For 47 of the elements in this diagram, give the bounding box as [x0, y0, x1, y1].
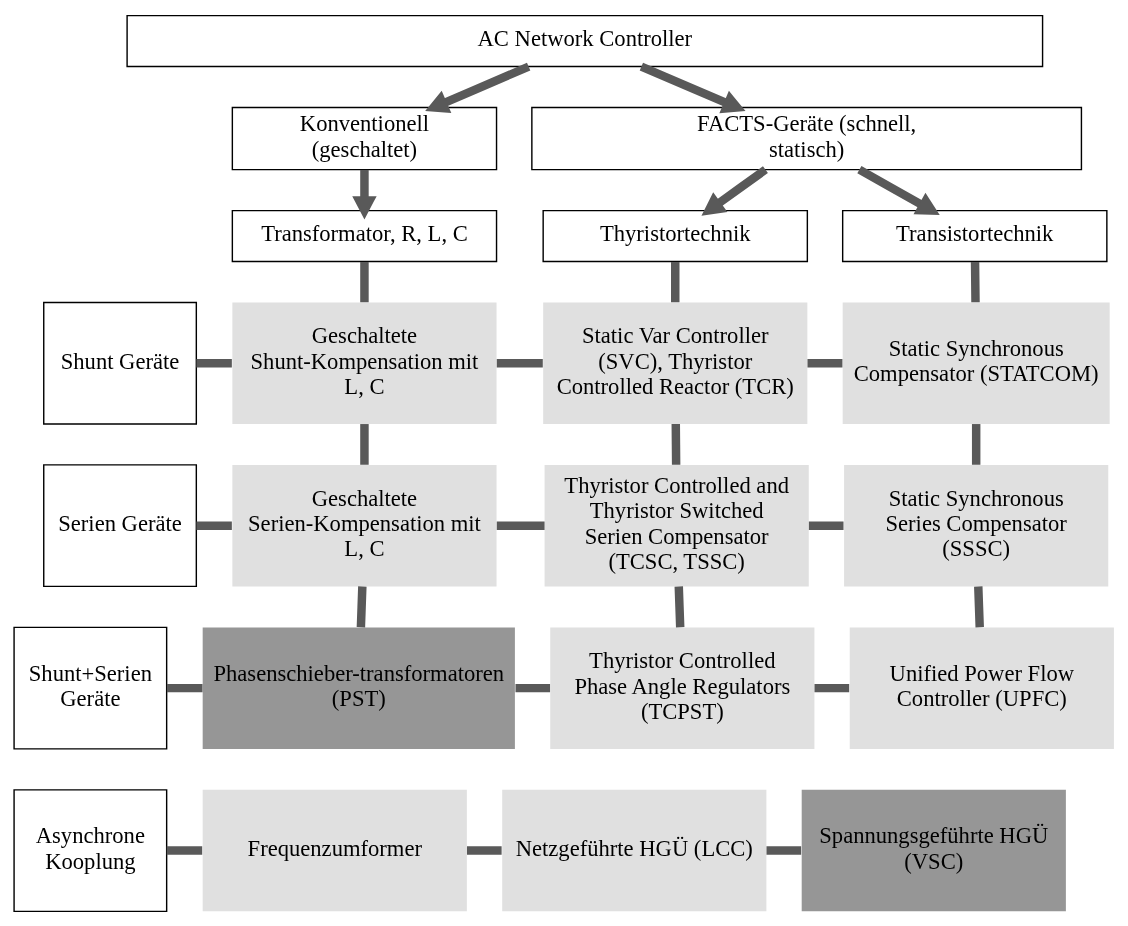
connector — [974, 585, 984, 627]
node-box: Static Var Controller (SVC), Thyristor Controlled Reactor (TCR) — [543, 301, 808, 424]
connector — [515, 683, 551, 692]
node-box: Static Synchronous Series Compensator (SSSC) — [844, 464, 1109, 586]
node-box: Shunt+Serien Geräte — [13, 626, 168, 750]
arrow — [425, 62, 531, 113]
connector — [467, 845, 502, 855]
connector — [196, 358, 232, 367]
node-box: Asynchrone Kooplung — [13, 788, 168, 912]
connector — [971, 423, 981, 465]
connector — [496, 520, 545, 530]
connector — [671, 423, 681, 465]
connector — [807, 358, 843, 367]
node-box: Thyristor Controlled Phase Angle Regulators (TCPST) — [550, 626, 815, 749]
arrow — [701, 165, 768, 216]
connector — [496, 358, 543, 367]
node-box: AC Network Controller — [126, 14, 1044, 67]
connector — [360, 261, 369, 302]
node-box: FACTS-Geräte (schnell, statisch) — [531, 106, 1083, 170]
arrow — [857, 165, 940, 215]
node-box: Phasenschieber-transformatoren (PST) — [202, 626, 515, 749]
node-box: Thyristortechnik — [542, 209, 809, 262]
node-box: Konventionell (geschaltet) — [231, 106, 498, 170]
connector — [196, 520, 232, 530]
node-box: Transistortechnik — [841, 209, 1108, 262]
arrow — [352, 169, 377, 219]
connector — [970, 261, 980, 302]
connector — [814, 683, 850, 692]
node-box: Shunt Geräte — [43, 301, 198, 425]
node-box: Transformator, R, L, C — [231, 209, 498, 262]
node-box: Spannungsgeführte HGÜ (VSC) — [801, 789, 1066, 911]
node-box: Serien Geräte — [43, 463, 198, 587]
connector — [808, 520, 844, 530]
connector — [671, 261, 680, 302]
connector — [356, 585, 367, 627]
node-box: Geschaltete Serien-Kompensation mit L, C — [232, 464, 497, 586]
connector — [360, 423, 369, 465]
connector — [766, 845, 802, 855]
node-box: Netzgeführte HGÜ (LCC) — [502, 789, 767, 911]
connector — [166, 683, 203, 692]
node-box: Frequenzumformer — [202, 789, 467, 911]
node-box: Static Synchronous Compensator (STATCOM) — [842, 301, 1110, 424]
node-box: Unified Power Flow Controller (UPFC) — [849, 626, 1114, 749]
connector — [674, 585, 685, 627]
connector — [166, 845, 203, 855]
node-box: Geschaltete Shunt-Kompensation mit L, C — [232, 301, 497, 424]
node-box: Thyristor Controlled and Thyristor Switched Serien Compensator (TCSC, TSSC) — [544, 464, 809, 586]
